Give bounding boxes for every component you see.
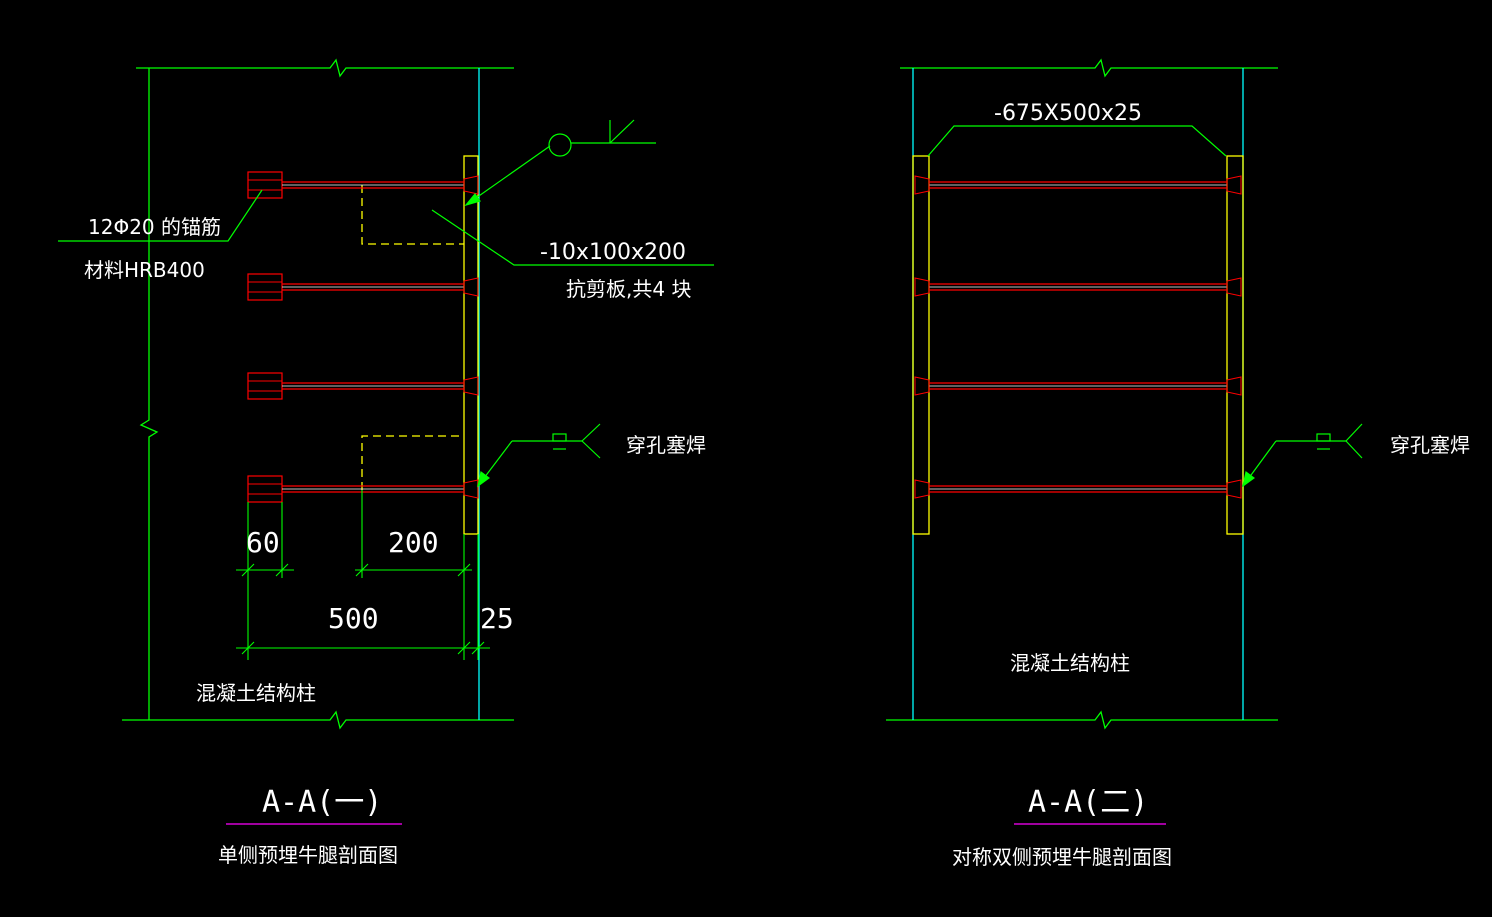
left-section-view: 12Φ20 的锚筋 材料HRB400 -10x100x200 抗剪板,共4 块 … (58, 58, 714, 867)
left-material-label: 材料HRB400 (84, 258, 205, 282)
left-weld-symbol-bottom (477, 423, 601, 488)
right-plate-spec-leader (927, 125, 1227, 157)
right-embed-plate-right (1226, 155, 1244, 535)
right-section-view: -675X500x25 穿孔塞焊 混凝土结构柱 A-A(二) 对称双侧预埋牛腿剖… (886, 58, 1470, 869)
left-section-subtitle: 单侧预埋牛腿剖面图 (218, 843, 398, 867)
left-anchor-bar-1 (247, 171, 479, 199)
left-dimensions (236, 490, 490, 660)
right-anchor-bar-4 (914, 479, 1242, 499)
left-dim-60: 60 (246, 526, 280, 559)
right-column-outline (886, 58, 1278, 730)
right-plate-spec: -675X500x25 (994, 101, 1142, 126)
left-dim-25: 25 (480, 602, 514, 635)
left-anchor-bar-3 (247, 372, 479, 400)
right-top-break-line (900, 58, 1278, 78)
left-weld-symbol-top (464, 119, 656, 207)
right-embed-plate-left (912, 155, 930, 535)
right-weld-label: 穿孔塞焊 (1390, 433, 1470, 457)
right-section-subtitle: 对称双侧预埋牛腿剖面图 (952, 845, 1172, 869)
right-weld-symbol (1242, 423, 1363, 488)
left-column-label: 混凝土结构柱 (196, 681, 316, 705)
left-anchor-leader (58, 189, 263, 242)
right-anchor-bar-3 (914, 376, 1242, 396)
left-embed-plate (463, 155, 479, 535)
left-shear-plate-top (361, 185, 464, 245)
left-shear-plate-bottom (361, 435, 464, 490)
left-top-break-line (136, 58, 514, 78)
left-section-title: A-A(一) (262, 785, 382, 820)
left-side-break-line (139, 68, 159, 720)
right-section-title: A-A(二) (1028, 785, 1148, 820)
left-anchor-bar-4 (247, 475, 479, 503)
right-anchor-bar-1 (914, 175, 1242, 195)
right-bottom-break-line (886, 710, 1278, 730)
left-plate-spec-leader (431, 209, 714, 266)
right-anchor-bar-2 (914, 277, 1242, 297)
left-anchor-bar-2 (247, 273, 479, 301)
left-dim-500: 500 (328, 602, 379, 635)
left-bottom-break-line (122, 710, 514, 730)
left-plate-spec: -10x100x200 (540, 240, 686, 265)
left-dim-200: 200 (388, 526, 439, 559)
right-column-label: 混凝土结构柱 (1010, 651, 1130, 675)
left-weld-label: 穿孔塞焊 (626, 433, 706, 457)
left-plate-note: 抗剪板,共4 块 (566, 277, 691, 301)
left-anchor-label: 12Φ20 的锚筋 (88, 215, 221, 239)
left-column-outline (122, 58, 514, 730)
